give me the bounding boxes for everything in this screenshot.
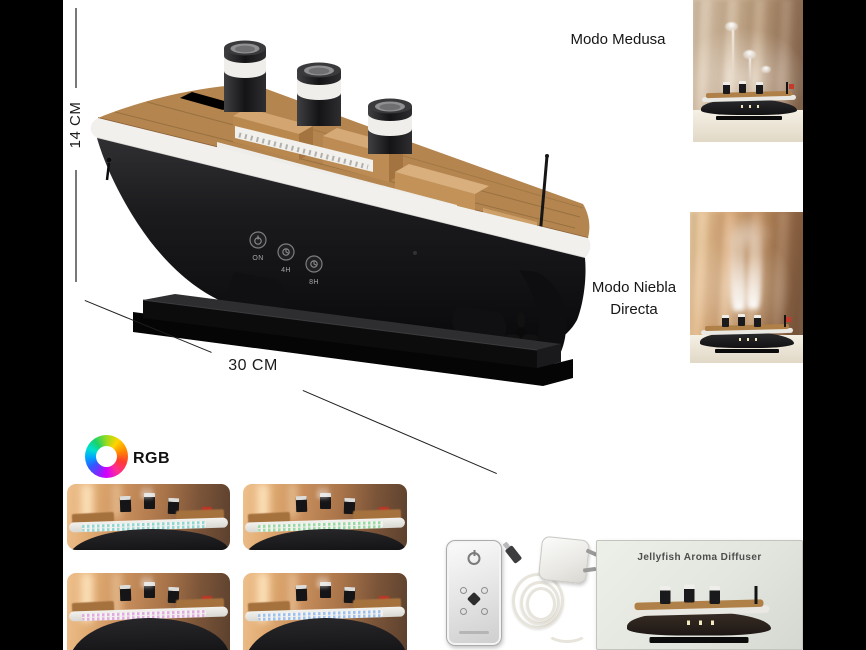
rgb-photo-cyan — [67, 484, 230, 550]
remote-center-button — [466, 591, 482, 607]
smokestack-3 — [368, 98, 412, 154]
direct-mist-label-line1: Modo Niebla — [591, 279, 677, 296]
direct-mist-label-line2: Directa — [610, 301, 658, 318]
bow-anchor — [105, 156, 113, 181]
rgb-color-wheel-icon — [85, 435, 128, 478]
power-icon — [467, 552, 481, 565]
dc-connector — [504, 545, 523, 564]
hull-lights — [739, 338, 762, 341]
left-black-strip — [0, 0, 63, 650]
wall-plug — [537, 535, 600, 585]
product-box: Jellyfish Aroma Diffuser — [596, 540, 803, 650]
direct-mist-mode-photo — [690, 212, 803, 363]
height-dimension-line-bottom — [75, 170, 77, 282]
cable-tail — [546, 621, 588, 643]
jellyfish-mode-label: Modo Medusa — [570, 31, 666, 48]
table-surface — [693, 110, 803, 142]
remote-control — [446, 540, 502, 646]
height-dimension-line-top — [75, 8, 77, 88]
jellyfish-mode-photo — [693, 0, 803, 142]
hull-indicator-dot — [413, 251, 417, 255]
diffuser-ship — [700, 305, 794, 353]
diffuser-ship — [701, 72, 797, 120]
jellyfish-vapor-cap — [743, 50, 756, 59]
direct-mist-mode-label: Modo Niebla Directa — [576, 277, 692, 321]
red-flag — [789, 84, 795, 89]
timer-8h-label: 8H — [309, 279, 319, 286]
remote-button-cluster — [460, 587, 488, 615]
rgb-photo-green — [243, 484, 407, 550]
mast — [786, 82, 789, 94]
timer-4h-label: 4H — [281, 267, 291, 274]
mist-wisp — [317, 484, 329, 498]
red-flag — [786, 317, 792, 322]
rgb-label: RGB — [133, 450, 171, 467]
timer-4h-button[interactable] — [277, 243, 295, 261]
rgb-photo-blue — [243, 573, 407, 650]
timer-8h-button[interactable] — [305, 255, 323, 273]
box-ship-graphic — [627, 571, 771, 643]
hull-lights — [741, 105, 764, 108]
hull — [97, 138, 586, 351]
box-title: Jellyfish Aroma Diffuser — [637, 552, 762, 563]
display-stand — [133, 272, 573, 386]
remote-brand-mark — [458, 631, 490, 634]
hull-lights — [687, 620, 721, 625]
mist-wisp — [141, 484, 153, 498]
mist-cloud — [720, 214, 774, 256]
length-dimension-label: 30 CM — [228, 357, 278, 374]
gunwale-band — [90, 118, 591, 258]
smokestack-1 — [224, 40, 266, 112]
smokestack-2 — [297, 62, 341, 126]
plug-prong — [582, 566, 597, 573]
power-adapter — [504, 535, 600, 643]
jellyfish-vapor-trail — [749, 58, 751, 80]
jellyfish-vapor-trail — [732, 30, 734, 72]
main-product-render: ON 4H 8H — [90, 40, 591, 386]
mast — [755, 586, 759, 604]
mast — [783, 315, 786, 327]
cable-coil — [526, 587, 556, 621]
mist-wisp — [317, 573, 329, 587]
height-dimension-label: 14 CM — [67, 101, 84, 149]
mist-wisp — [141, 573, 153, 587]
cable-coil — [520, 581, 560, 625]
right-black-strip — [803, 0, 866, 650]
rgb-photo-pink — [67, 573, 230, 650]
jellyfish-vapor-cap — [725, 22, 738, 31]
stern-mast — [538, 154, 549, 237]
power-button[interactable] — [249, 231, 267, 249]
jellyfish-vapor-cap — [761, 66, 771, 73]
length-dimension-line-bottom — [302, 390, 497, 475]
power-button-label: ON — [252, 255, 263, 262]
